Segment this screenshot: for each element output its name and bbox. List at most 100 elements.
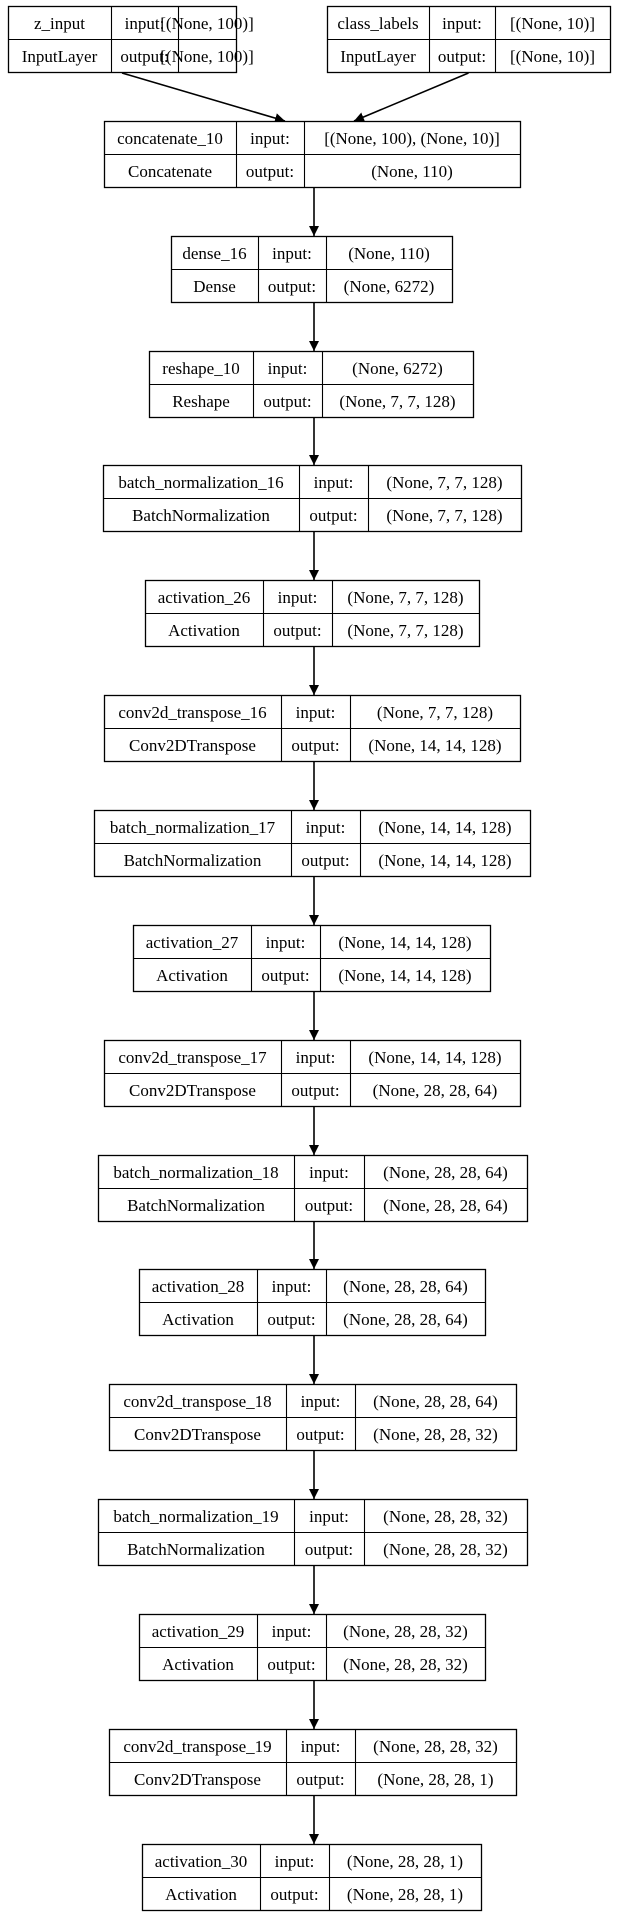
edge-class-labels-to-concatenate-10 xyxy=(353,72,469,122)
output-label: output: xyxy=(291,736,339,755)
output-label: output: xyxy=(246,162,294,181)
layer-name: activation_26 xyxy=(158,588,251,607)
input-shape: (None, 28, 28, 32) xyxy=(383,1507,508,1526)
output-label: output: xyxy=(268,277,316,296)
layer-type: Concatenate xyxy=(128,162,212,181)
input-label: input: xyxy=(309,1507,349,1526)
output-shape: (None, 28, 28, 64) xyxy=(343,1310,468,1329)
output-label: output: xyxy=(267,1310,315,1329)
input-shape: (None, 7, 7, 128) xyxy=(386,473,502,492)
input-label: input: xyxy=(301,1737,341,1756)
layer-name: conv2d_transpose_18 xyxy=(123,1392,271,1411)
layer-type: Conv2DTranspose xyxy=(129,736,256,755)
output-shape: (None, 6272) xyxy=(344,277,435,296)
input-label: input: xyxy=(272,1622,312,1641)
input-shape: (None, 14, 14, 128) xyxy=(368,1048,501,1067)
layer-name: z_input xyxy=(34,14,85,33)
layer-name: batch_normalization_18 xyxy=(113,1163,278,1182)
layer-node-conv2d-transpose-19: conv2d_transpose_19Conv2DTransposeinput:… xyxy=(108,1728,518,1797)
input-label: input: xyxy=(272,1277,312,1296)
output-shape: (None, 7, 7, 128) xyxy=(386,506,502,525)
layer-type: Conv2DTranspose xyxy=(134,1425,261,1444)
layer-name: batch_normalization_16 xyxy=(118,473,283,492)
input-label: input: xyxy=(125,14,165,33)
input-label: input: xyxy=(309,1163,349,1182)
output-shape: (None, 28, 28, 64) xyxy=(373,1081,498,1100)
input-shape: (None, 7, 7, 128) xyxy=(347,588,463,607)
layer-type: Activation xyxy=(165,1885,237,1904)
output-label: output: xyxy=(270,1885,318,1904)
output-label: output: xyxy=(273,621,321,640)
output-shape: (None, 28, 28, 1) xyxy=(347,1885,463,1904)
layer-type: Dense xyxy=(193,277,235,296)
layer-name: batch_normalization_17 xyxy=(110,818,276,837)
layer-type: Activation xyxy=(168,621,240,640)
edges xyxy=(121,72,469,1844)
layer-node-batch-normalization-16: batch_normalization_16BatchNormalization… xyxy=(102,464,523,533)
layer-type: Activation xyxy=(162,1655,234,1674)
output-label: output: xyxy=(309,506,357,525)
layer-type: Activation xyxy=(156,966,228,985)
edge-z-input-to-concatenate-10 xyxy=(121,72,286,123)
input-label: input: xyxy=(301,1392,341,1411)
input-label: input: xyxy=(442,14,482,33)
output-shape: (None, 14, 14, 128) xyxy=(368,736,501,755)
layer-type: Conv2DTranspose xyxy=(134,1770,261,1789)
input-label: input: xyxy=(296,703,336,722)
input-shape: (None, 28, 28, 32) xyxy=(343,1622,468,1641)
input-shape: [(None, 100), (None, 10)] xyxy=(324,129,500,148)
output-label: output: xyxy=(263,392,311,411)
input-shape: (None, 14, 14, 128) xyxy=(338,933,471,952)
layer-node-conv2d-transpose-17: conv2d_transpose_17Conv2DTransposeinput:… xyxy=(103,1039,522,1108)
output-shape: (None, 7, 7, 128) xyxy=(339,392,455,411)
layer-name: conv2d_transpose_16 xyxy=(118,703,266,722)
layer-node-batch-normalization-18: batch_normalization_18BatchNormalization… xyxy=(97,1154,529,1223)
layer-node-activation-28: activation_28Activationinput:output:(Non… xyxy=(138,1268,487,1337)
output-label: output: xyxy=(267,1655,315,1674)
output-label: output: xyxy=(305,1540,353,1559)
input-shape: (None, 14, 14, 128) xyxy=(378,818,511,837)
input-shape: (None, 110) xyxy=(348,244,430,263)
input-label: input: xyxy=(278,588,318,607)
layer-name: activation_29 xyxy=(152,1622,245,1641)
output-shape: (None, 28, 28, 32) xyxy=(343,1655,468,1674)
input-shape: (None, 28, 28, 64) xyxy=(383,1163,508,1182)
output-label: output: xyxy=(261,966,309,985)
input-shape: [(None, 100)] xyxy=(160,14,253,33)
input-shape: (None, 28, 28, 32) xyxy=(373,1737,498,1756)
output-shape: (None, 7, 7, 128) xyxy=(347,621,463,640)
layer-type: Activation xyxy=(162,1310,234,1329)
layer-name: activation_27 xyxy=(146,933,239,952)
layer-type: BatchNormalization xyxy=(127,1540,265,1559)
layer-type: Conv2DTranspose xyxy=(129,1081,256,1100)
layer-type: BatchNormalization xyxy=(127,1196,265,1215)
input-label: input: xyxy=(268,359,308,378)
input-label: input: xyxy=(275,1852,315,1871)
input-shape: (None, 28, 28, 64) xyxy=(373,1392,498,1411)
input-shape: [(None, 10)] xyxy=(510,14,595,33)
input-label: input: xyxy=(296,1048,336,1067)
layer-name: class_labels xyxy=(337,14,418,33)
layer-name: dense_16 xyxy=(182,244,246,263)
output-label: output: xyxy=(305,1196,353,1215)
output-shape: (None, 28, 28, 32) xyxy=(373,1425,498,1444)
output-shape: [(None, 100)] xyxy=(160,47,253,66)
output-shape: (None, 28, 28, 32) xyxy=(383,1540,508,1559)
output-label: output: xyxy=(291,1081,339,1100)
layer-node-batch-normalization-17: batch_normalization_17BatchNormalization… xyxy=(93,809,532,878)
output-label: output: xyxy=(120,47,168,66)
input-shape: (None, 7, 7, 128) xyxy=(377,703,493,722)
layer-type: BatchNormalization xyxy=(132,506,270,525)
layer-name: batch_normalization_19 xyxy=(113,1507,278,1526)
output-shape: (None, 28, 28, 64) xyxy=(383,1196,508,1215)
output-label: output: xyxy=(296,1425,344,1444)
output-label: output: xyxy=(296,1770,344,1789)
